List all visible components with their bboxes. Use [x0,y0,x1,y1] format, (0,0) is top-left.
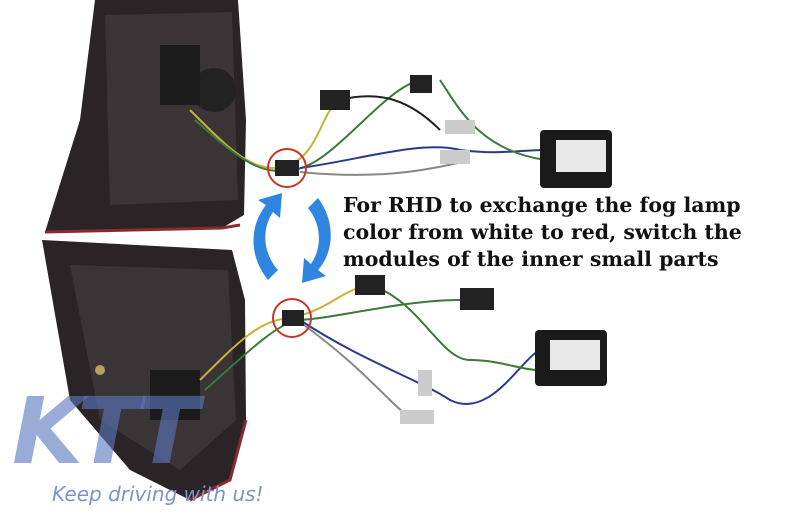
swap-arrows-icon [253,193,331,283]
connector [400,410,434,424]
highlight-circle-lower [272,298,312,338]
ktt-logo: KTT [12,378,199,485]
upper-module [540,130,612,188]
upper-tail-lamp [44,0,246,234]
lower-tail-lamp [42,240,248,502]
caption-line: color from white to red, switch the [343,220,742,244]
connector [418,370,432,396]
connector [355,275,385,295]
connector [440,150,470,164]
instruction-caption: For RHD to exchange the fog lamp color f… [343,192,798,273]
connector [460,288,494,310]
caption-line: For RHD to exchange the fog lamp [343,193,741,217]
lower-module [535,330,607,386]
connector [410,75,432,93]
connector [320,90,350,110]
connector [275,160,299,176]
connector [445,120,475,134]
logo-tagline: Keep driving with us! [52,482,264,506]
highlight-circle-upper [267,148,307,188]
connector [282,310,304,326]
caption-line: modules of the inner small parts [343,247,719,271]
